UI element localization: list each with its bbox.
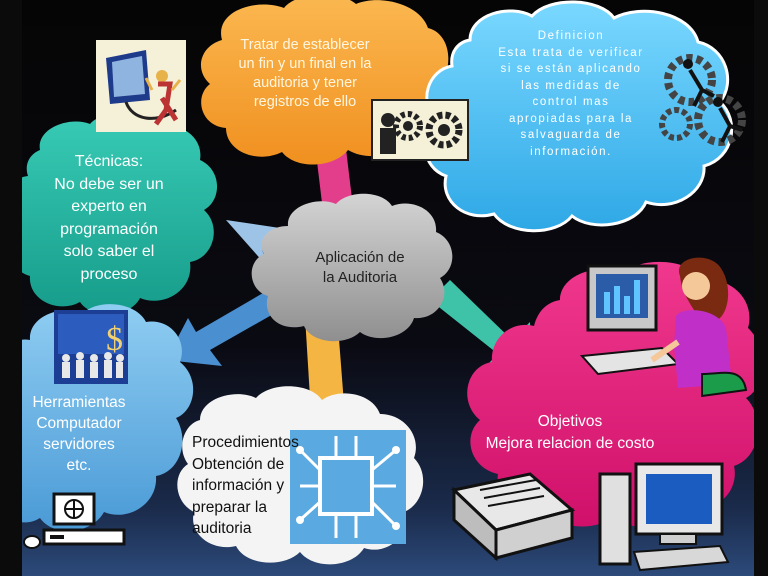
herramientas-node-text: Herramientas Computador servidores etc. — [32, 394, 126, 474]
objetivos-node-text: Objetivos Mejora relacion de costo — [485, 413, 655, 452]
desktop-computer-icon — [598, 462, 730, 572]
cloud-tecnicas — [7, 113, 218, 315]
center-node-label: Aplicación de la Auditoria — [315, 249, 405, 286]
top-node-text: Tratar de establecer un fin y un final e… — [238, 37, 372, 110]
monitor-person-icon — [96, 40, 186, 132]
procedimientos-node-text: Procedimientos Obtención de información … — [192, 434, 299, 537]
cloud-center — [251, 193, 453, 342]
tecnicas-node-text: Técnicas: No debe ser un experto en prog… — [54, 153, 164, 283]
svg-text:$: $ — [106, 321, 123, 358]
arrow-to-herramientas — [166, 282, 298, 366]
right-edge-strip — [754, 0, 768, 576]
left-edge-strip — [0, 0, 22, 576]
computer-globe-icon — [23, 492, 126, 549]
gears-running-figures-icon — [659, 54, 746, 146]
printer-icon — [450, 472, 576, 562]
business-people-icon: $ — [54, 310, 128, 384]
woman-computer-icon — [579, 257, 748, 398]
gears-person-icon — [371, 99, 469, 161]
definicion-node-text: Definicion Esta trata de verificar si se… — [498, 30, 644, 158]
circuit-icon — [290, 430, 406, 544]
cloud-herramientas — [0, 304, 194, 531]
